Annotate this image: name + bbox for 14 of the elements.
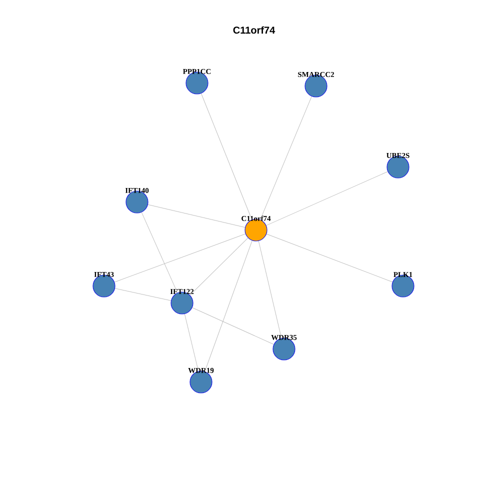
- edge-line: [184, 314, 199, 372]
- edge-line: [266, 234, 393, 282]
- edge-line: [141, 212, 178, 293]
- edge-line: [114, 234, 246, 282]
- edge-line: [204, 240, 252, 372]
- edge-line: [266, 171, 388, 226]
- edge-line: [190, 238, 248, 296]
- edge-line: [114, 288, 172, 301]
- edge-line: [258, 240, 282, 338]
- edge-line: [200, 93, 252, 220]
- title: C11orf74: [233, 26, 276, 34]
- edge-line: [192, 307, 274, 345]
- edge-line: [260, 96, 312, 220]
- edge-line: [148, 204, 246, 228]
